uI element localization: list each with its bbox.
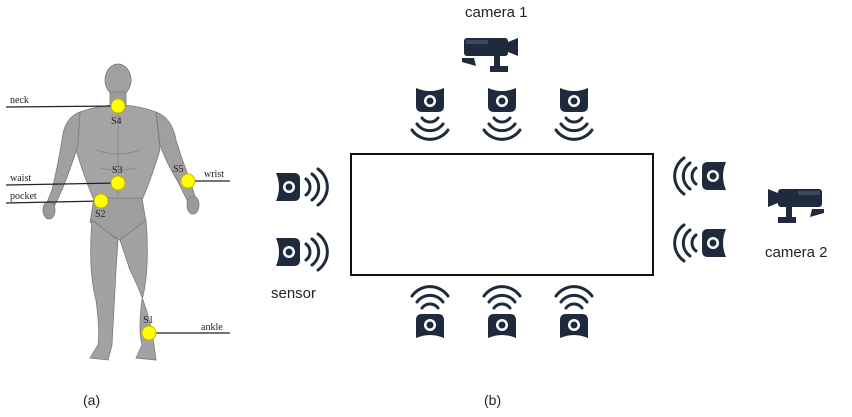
- sensor-icon-left-1: [274, 167, 329, 207]
- camera-1-label: camera 1: [465, 4, 528, 21]
- camera-2-label: camera 2: [765, 244, 828, 261]
- marker-s5: [180, 173, 196, 189]
- camera-2-icon: [768, 189, 824, 223]
- label-s3: S3: [112, 165, 123, 176]
- human-body-figure: [42, 63, 200, 361]
- marker-s3: [110, 175, 126, 191]
- leader-lines: [5, 105, 230, 334]
- label-s4: S4: [111, 116, 122, 127]
- sensor-icon-bottom-2: [482, 285, 522, 340]
- marker-s1: [141, 325, 157, 341]
- label-wrist: wrist: [204, 169, 224, 180]
- label-waist: waist: [10, 173, 31, 184]
- label-s5: S5: [173, 164, 184, 175]
- label-s2: S2: [95, 209, 106, 220]
- sensor-icon-top-2: [482, 86, 522, 141]
- sensor-markers: [93, 98, 196, 341]
- sensor-label: sensor: [271, 285, 316, 302]
- marker-s2: [93, 193, 109, 209]
- sensor-icon-bottom-1: [410, 285, 450, 340]
- room-rectangle: [350, 153, 654, 276]
- marker-s4: [110, 98, 126, 114]
- label-pocket: pocket: [10, 191, 37, 202]
- camera-1-icon: [462, 38, 518, 72]
- sensor-icon-right-2: [673, 223, 728, 263]
- label-ankle: ankle: [201, 322, 223, 333]
- label-neck: neck: [10, 95, 29, 106]
- caption-b: (b): [484, 392, 501, 408]
- sensor-icon-left-2: [274, 232, 329, 272]
- sensor-icon-top-3: [554, 86, 594, 141]
- sensor-icon-top-1: [410, 86, 450, 141]
- label-s1: S1: [143, 315, 154, 326]
- sensor-icon-right-1: [673, 156, 728, 196]
- sensor-icon-bottom-3: [554, 285, 594, 340]
- caption-a: (a): [83, 392, 100, 408]
